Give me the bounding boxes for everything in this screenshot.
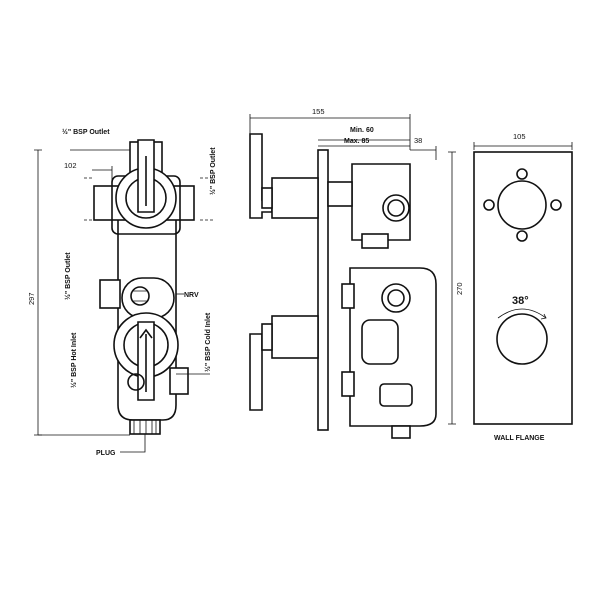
wall-flange-plate xyxy=(473,151,573,425)
label-wall-flange: WALL FLANGE xyxy=(494,435,545,442)
upper-port xyxy=(382,194,410,222)
dim-side-depth: 155 xyxy=(312,107,325,116)
dim-side-body: 38 xyxy=(414,136,422,145)
rotation-angle: 38° xyxy=(512,295,529,307)
lower-port xyxy=(381,283,411,313)
dim-flange-width: 105 xyxy=(513,132,526,141)
label-hot-inlet: ½" BSP Hot Inlet xyxy=(70,332,78,388)
label-cold-inlet: ½" BSP Cold Inlet xyxy=(204,312,212,372)
label-outlet-left: ½" BSP Outlet xyxy=(64,252,72,300)
front-view xyxy=(34,139,214,453)
label-plug: PLUG xyxy=(96,450,116,457)
wall-flange-view xyxy=(448,142,573,425)
lower-rosette xyxy=(496,313,548,365)
label-nrv: NRV xyxy=(184,292,199,299)
dim-front-height: 297 xyxy=(27,292,36,305)
dim-front-width: 102 xyxy=(64,161,77,170)
side-view xyxy=(249,114,437,439)
nrv-nut xyxy=(130,286,150,306)
label-outlet-right: ½" BSP Outlet xyxy=(209,147,217,195)
dim-flange-height: 270 xyxy=(455,282,464,295)
label-outlet-top: ½" BSP Outlet xyxy=(62,128,110,136)
upper-rosette xyxy=(497,180,547,230)
label-min-depth: Min. 60 xyxy=(350,127,374,134)
label-max-depth: Max. 85 xyxy=(344,138,369,145)
